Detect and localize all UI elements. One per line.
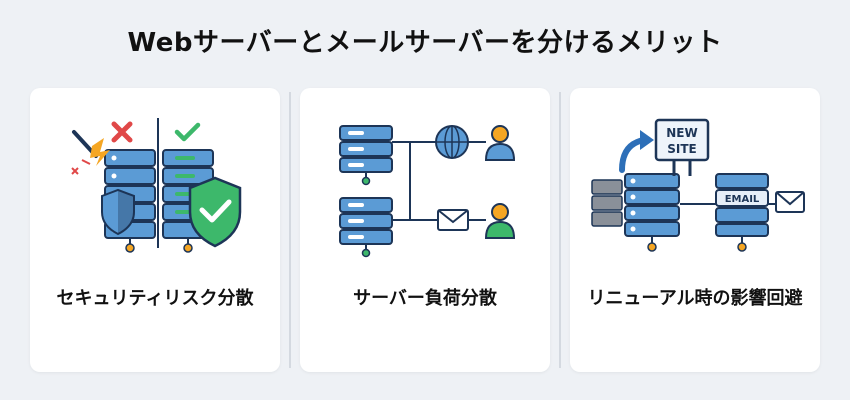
signboard-icon: NEW SITE (654, 118, 710, 176)
user-icon (484, 203, 516, 239)
security-illustration (71, 118, 242, 253)
server-icon (339, 125, 393, 186)
card-renewal: NEW SITE EMAIL リニューアル時の影響回避 (570, 88, 820, 372)
card-load-balancing: サーバー負荷分散 (300, 88, 550, 372)
user-icon (484, 125, 516, 161)
renewal-illustration: NEW SITE EMAIL (591, 118, 805, 252)
server-icon: EMAIL (715, 173, 769, 252)
divider (559, 92, 561, 368)
page-title: Webサーバーとメールサーバーを分けるメリット (127, 28, 723, 58)
mail-icon (437, 209, 469, 231)
divider (289, 92, 291, 368)
sword-attack-icon (71, 130, 110, 175)
shield-check-icon (188, 176, 242, 248)
arrow-icon (619, 130, 654, 173)
card-label: サーバー負荷分散 (353, 288, 497, 309)
svg-text:SITE: SITE (667, 142, 697, 156)
card-label: セキュリティリスク分散 (56, 288, 254, 309)
globe-icon (435, 125, 469, 159)
card-security: セキュリティリスク分散 (30, 88, 280, 372)
shield-icon (101, 188, 135, 236)
server-icon (624, 173, 680, 252)
server-icon (339, 197, 393, 258)
card-label: リニューアル時の影響回避 (587, 288, 803, 309)
check-icon (174, 122, 201, 142)
svg-text:EMAIL: EMAIL (725, 194, 760, 205)
server-icon (591, 179, 623, 227)
svg-text:NEW: NEW (666, 126, 697, 140)
error-x-icon (111, 121, 133, 143)
load-illustration (339, 125, 516, 258)
mail-icon (775, 191, 805, 213)
